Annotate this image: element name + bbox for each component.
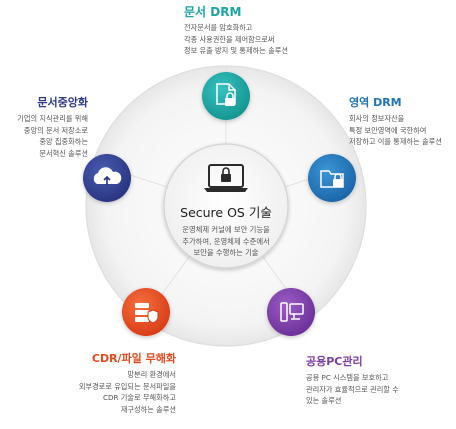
doc-drm-desc-line: 정보 유출 방지 및 통제하는 솔루션 xyxy=(184,46,288,56)
center-desc-line: 운영체제 커널에 보안 기능을 xyxy=(182,225,270,234)
area-drm-desc-line: 특정 보안영역에 국한하여 xyxy=(349,125,427,135)
cdr-desc-line: 외부경로로 유입되는 문서파일을 xyxy=(78,381,176,391)
doc-drm-node[interactable] xyxy=(202,72,250,120)
cdr-desc-line: CDR 기술로 무해화하고 xyxy=(102,393,176,403)
cdr-node[interactable] xyxy=(122,288,170,336)
center-text-block: Secure OS 기술 운영체제 커널에 보안 기능을 추가하여, 운영체제 … xyxy=(166,205,286,259)
public-pc-desc-line: 관리자가 효율적으로 관리할 수 xyxy=(306,384,399,394)
public-pc-desc-line: 있는 솔루션 xyxy=(306,396,342,406)
area-drm-text: 영역 DRM 회사의 정보자산을 특정 보안영역에 국한하여 저장하고 이를 통… xyxy=(349,96,442,148)
doc-drm-desc-line: 전자문서를 암호화하고 xyxy=(184,23,253,33)
centralization-description: 기업의 지식관리를 위해 중앙의 문서 저장소로 중앙 집중화하는 문서혁신 솔… xyxy=(4,113,88,159)
center-desc-line: 보안을 수행하는 기술 xyxy=(193,248,259,257)
public-pc-node[interactable] xyxy=(267,288,315,336)
doc-drm-description: 전자문서를 암호화하고 각종 사용권한을 제어함으로써 정보 유출 방지 및 통… xyxy=(184,22,288,57)
public-pc-title[interactable]: 공용PC관리 xyxy=(306,355,363,368)
area-drm-title[interactable]: 영역 DRM xyxy=(349,96,402,109)
center-title: Secure OS 기술 xyxy=(180,205,272,220)
public-pc-desc-line: 공용 PC 시스템을 보호하고 xyxy=(306,373,389,383)
center-description: 운영체제 커널에 보안 기능을 추가하여, 운영체제 수준에서 보안을 수행하는… xyxy=(166,224,286,259)
cdr-text: CDR/파일 무해화 망분리 환경에서 외부경로로 유입되는 문서파일을 CDR… xyxy=(46,352,176,415)
area-drm-desc-line: 회사의 정보자산을 xyxy=(349,114,405,124)
public-pc-text: 공용PC관리 공용 PC 시스템을 보호하고 관리자가 효율적으로 관리할 수 … xyxy=(306,355,399,407)
server-shield-icon xyxy=(135,303,159,324)
center-desc-line: 추가하여, 운영체제 수준에서 xyxy=(182,236,270,246)
centralization-title[interactable]: 문서중앙화 xyxy=(37,96,88,109)
doc-drm-title[interactable]: 문서 DRM xyxy=(184,5,242,19)
centralization-desc-line: 중앙 집중화하는 xyxy=(39,137,88,147)
centralization-desc-line: 중앙의 문서 저장소로 xyxy=(23,125,88,135)
cloud-upload-icon xyxy=(93,167,122,185)
public-pc-description: 공용 PC 시스템을 보호하고 관리자가 효율적으로 관리할 수 있는 솔루션 xyxy=(306,372,399,407)
doc-drm-text: 문서 DRM 전자문서를 암호화하고 각종 사용권한을 제어함으로써 정보 유출… xyxy=(184,5,288,57)
document-lock-icon xyxy=(216,83,236,106)
cdr-desc-line: 재구성하는 솔루션 xyxy=(120,404,176,414)
centralization-text: 문서중앙화 기업의 지식관리를 위해 중앙의 문서 저장소로 중앙 집중화하는 … xyxy=(4,96,88,159)
area-drm-desc-line: 저장하고 이를 통제하는 솔루션 xyxy=(349,137,442,147)
area-drm-node[interactable] xyxy=(308,154,356,202)
cdr-description: 망분리 환경에서 외부경로로 유입되는 문서파일을 CDR 기술로 무해화하고 … xyxy=(46,369,176,415)
laptop-lock-icon xyxy=(204,164,248,192)
centralization-node[interactable] xyxy=(83,154,131,202)
area-drm-description: 회사의 정보자산을 특정 보안영역에 국한하여 저장하고 이를 통제하는 솔루션 xyxy=(349,113,442,148)
cdr-desc-line: 망분리 환경에서 xyxy=(127,370,176,380)
folder-lock-icon xyxy=(320,170,344,188)
centralization-desc-line: 기업의 지식관리를 위해 xyxy=(17,114,88,124)
doc-drm-desc-line: 각종 사용권한을 제어함으로써 xyxy=(184,34,275,44)
monitor-icon xyxy=(280,302,304,322)
center-circle xyxy=(163,143,289,269)
centralization-desc-line: 문서혁신 솔루션 xyxy=(39,148,88,158)
cdr-title[interactable]: CDR/파일 무해화 xyxy=(91,352,176,365)
